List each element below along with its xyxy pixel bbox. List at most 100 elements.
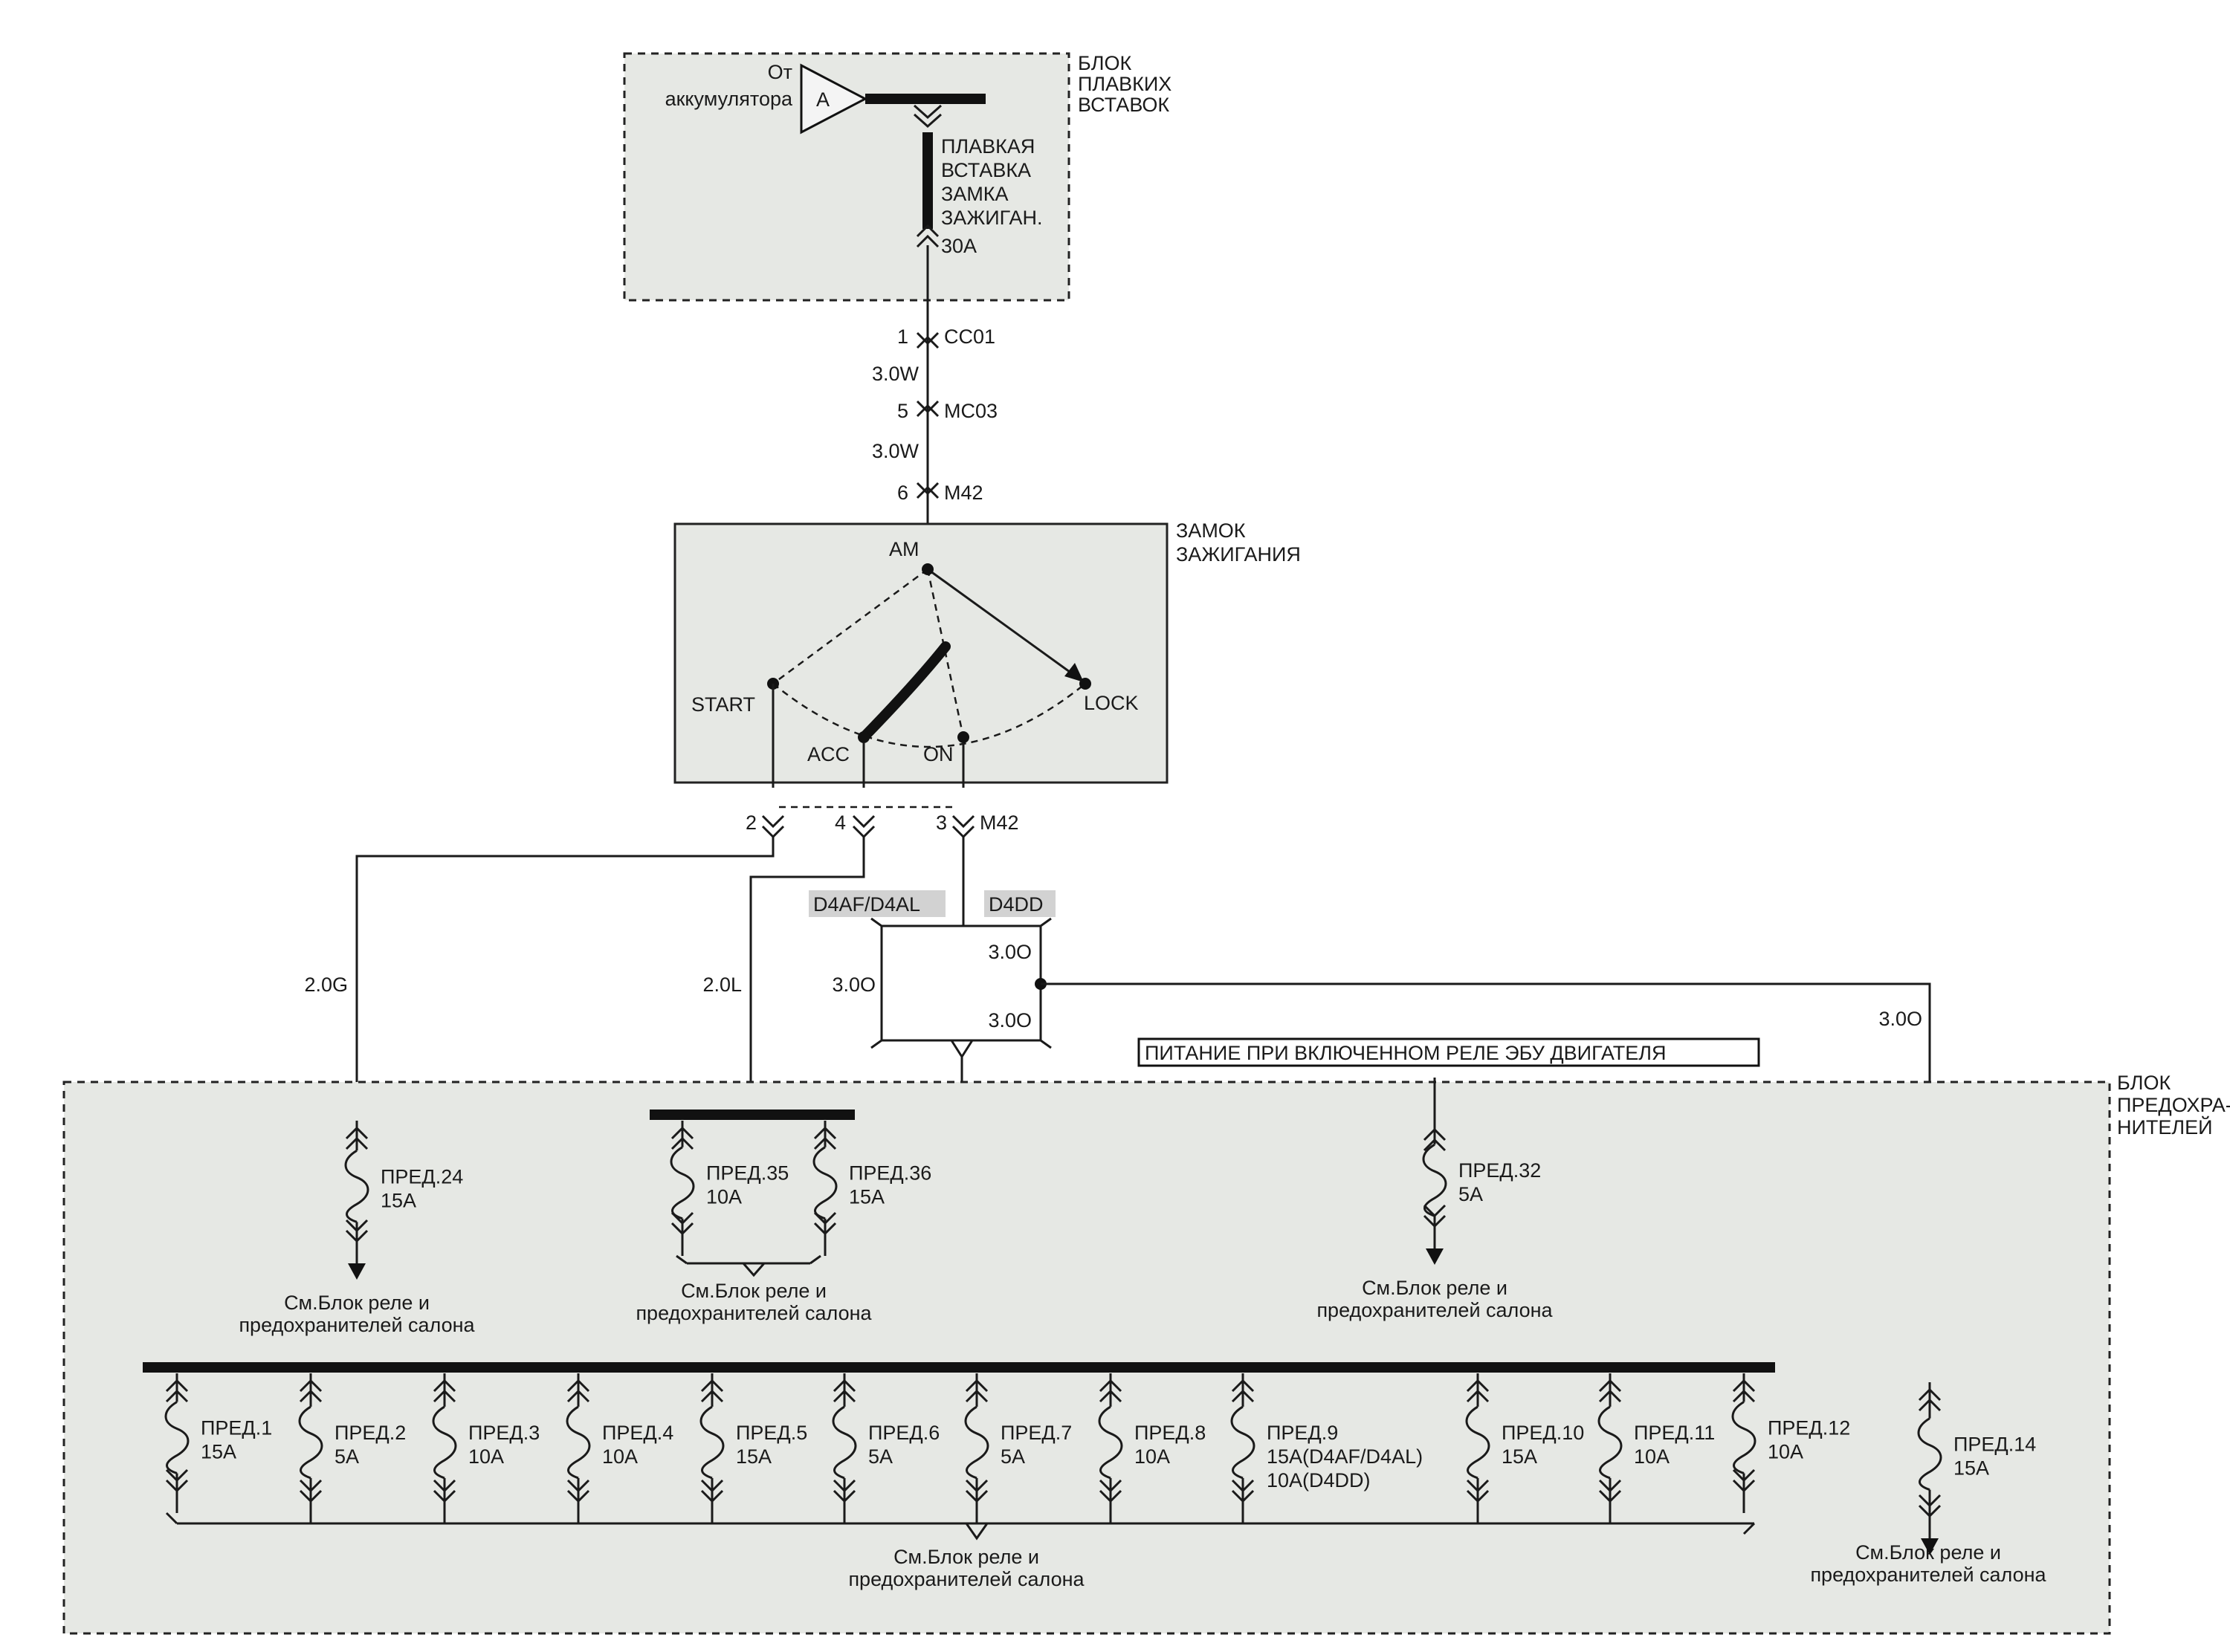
fuse-rating: 10A	[1634, 1445, 1670, 1468]
fuse-symbol-icon	[670, 1146, 695, 1220]
see-f32-2: предохранителей салона	[1316, 1299, 1553, 1321]
fuse-symbol-icon	[164, 1401, 190, 1474]
connector-cc01-name: CC01	[944, 325, 995, 348]
fusible-link-block: БЛОК ПЛАВКИХ ВСТАВОК От аккумулятора A П…	[623, 52, 1171, 302]
fuse-symbol-icon	[1098, 1405, 1123, 1480]
wire-label-3-0o-right: 3.0O	[1878, 1008, 1922, 1030]
see-main-1: См.Блок реле и	[893, 1546, 1039, 1568]
fuse-rating: 5A	[1458, 1183, 1483, 1205]
fuse-symbol-icon	[812, 1146, 838, 1220]
wire-label-3-0o-top: 3.0O	[988, 941, 1032, 963]
fuse-layer: ПРЕД.2415AПРЕД.3510AПРЕД.3615AПРЕД.325AП…	[164, 1121, 2036, 1555]
fusible-link-name-4: ЗАЖИГАН.	[941, 207, 1042, 229]
main-feed-wire: 1 CC01 3.0W 5 MC03 3.0W 6 M42	[872, 245, 998, 550]
fuse-name: ПРЕД.14	[1953, 1434, 2036, 1456]
see-f24-1: См.Блок реле и	[284, 1292, 430, 1314]
fuse-box-title-2: ПРЕДОХРА-	[2117, 1094, 2230, 1116]
ignition-switch-title-2: ЗАЖИГАНИЯ	[1176, 543, 1301, 566]
fuse-2: ПРЕД.25A	[298, 1373, 406, 1523]
connector-cc01-pin: 1	[897, 325, 908, 348]
fusible-link-name-1: ПЛАВКАЯ	[941, 135, 1035, 158]
fuse-rating: 10A	[468, 1445, 504, 1468]
fuse-name: ПРЕД.36	[849, 1162, 931, 1185]
fuse-box: БЛОК ПРЕДОХРА- НИТЕЛЕЙ ПИТАНИЕ ПРИ ВКЛЮЧ…	[62, 1037, 2230, 1635]
fuse-symbol-icon	[566, 1405, 591, 1480]
switch-output-connector: 2 4 3 M42	[746, 806, 1019, 839]
connector-m42-top-pin: 6	[897, 482, 908, 504]
fuse-name: ПРЕД.5	[736, 1422, 807, 1444]
see-acc-1: См.Блок реле и	[681, 1280, 827, 1302]
fusible-block-title-2: ПЛАВКИХ	[1078, 73, 1171, 95]
battery-label-1: От	[768, 61, 792, 83]
fuse-rating: 10A	[1134, 1445, 1170, 1468]
fuse-rating: 5A	[1001, 1445, 1025, 1468]
fuse-rating: 5A	[868, 1445, 893, 1468]
fuse-rating: 15A	[201, 1440, 236, 1462]
output-pin-4: 4	[835, 812, 846, 834]
ecu-note: ПИТАНИЕ ПРИ ВКЛЮЧЕННОМ РЕЛЕ ЭБУ ДВИГАТЕЛ…	[1145, 1042, 1667, 1064]
wire-label-2-0l: 2.0L	[702, 974, 742, 996]
fuse-symbol-icon	[1422, 1143, 1447, 1217]
battery-terminal-letter: A	[816, 88, 830, 111]
battery-terminal-icon	[800, 63, 868, 135]
fuse-symbol-icon	[298, 1405, 323, 1480]
fuse-name: ПРЕД.24	[381, 1165, 463, 1188]
fuse-symbol-icon	[432, 1405, 457, 1480]
fuse-rating: 15A	[381, 1189, 416, 1211]
fuse-symbol-icon	[1597, 1405, 1623, 1480]
fuse-box-title-3: НИТЕЛЕЙ	[2117, 1115, 2213, 1138]
fusible-link-rating: 30A	[941, 235, 977, 257]
bus-connector-icon	[914, 104, 942, 120]
fuse-name: ПРЕД.32	[1458, 1159, 1541, 1182]
fuse-name: ПРЕД.2	[334, 1422, 406, 1444]
switch-arc	[772, 683, 1086, 748]
wire-label-3-0o-left: 3.0O	[832, 974, 876, 996]
ignition-switch-box	[673, 522, 1169, 784]
fusible-link-name-3: ЗАМКА	[941, 183, 1009, 205]
fuse-symbol-icon	[1230, 1405, 1255, 1480]
fuse-rating: 5A	[334, 1445, 359, 1468]
fuse-rating: 10A	[706, 1186, 742, 1208]
fuse-6: ПРЕД.65A	[832, 1373, 940, 1523]
fuse-name: ПРЕД.12	[1768, 1416, 1850, 1439]
output-pin-3: 3	[936, 812, 947, 834]
ignition-switch: ЗАМОК ЗАЖИГАНИЯ AM START ACC ON LOCK	[673, 519, 1301, 788]
connector-mc03-name: MC03	[944, 400, 998, 422]
see-main-2: предохранителей салона	[848, 1568, 1085, 1590]
fuse-name: ПРЕД.11	[1634, 1422, 1715, 1444]
fuse-rating: 15A	[1953, 1457, 1989, 1480]
switch-pos-acc: ACC	[807, 743, 850, 765]
fuse-name: ПРЕД.35	[706, 1162, 789, 1185]
fuse-7: ПРЕД.75A	[964, 1373, 1072, 1523]
fuse-name: ПРЕД.3	[468, 1422, 540, 1444]
fusible-link-name-2: ВСТАВКА	[941, 159, 1031, 181]
fuse-symbol-icon	[964, 1405, 989, 1480]
switch-pos-start: START	[691, 693, 755, 716]
fuse-box-title-1: БЛОК	[2117, 1072, 2171, 1094]
switch-pos-lock: LOCK	[1084, 692, 1139, 714]
ecu-note-box	[1137, 1037, 1760, 1067]
wire-label-3-0w-b: 3.0W	[872, 440, 920, 462]
connector-m42-top: 6 M42	[897, 482, 983, 504]
wire-label-3-0o-bot: 3.0O	[988, 1009, 1032, 1031]
see-f24-2: предохранителей салона	[239, 1314, 475, 1336]
fuse-name: ПРЕД.7	[1001, 1422, 1072, 1444]
fuse-symbol-icon	[1731, 1401, 1756, 1474]
connector-cc01: 1 CC01	[897, 325, 995, 349]
fuse-symbol-icon	[1917, 1417, 1942, 1491]
arrow-down-icon	[1426, 1248, 1444, 1265]
connector-mc03: 5 MC03	[897, 400, 998, 422]
switch-contact-arm	[859, 641, 951, 742]
fuse-rating-alt: 10A(D4DD)	[1267, 1469, 1371, 1491]
